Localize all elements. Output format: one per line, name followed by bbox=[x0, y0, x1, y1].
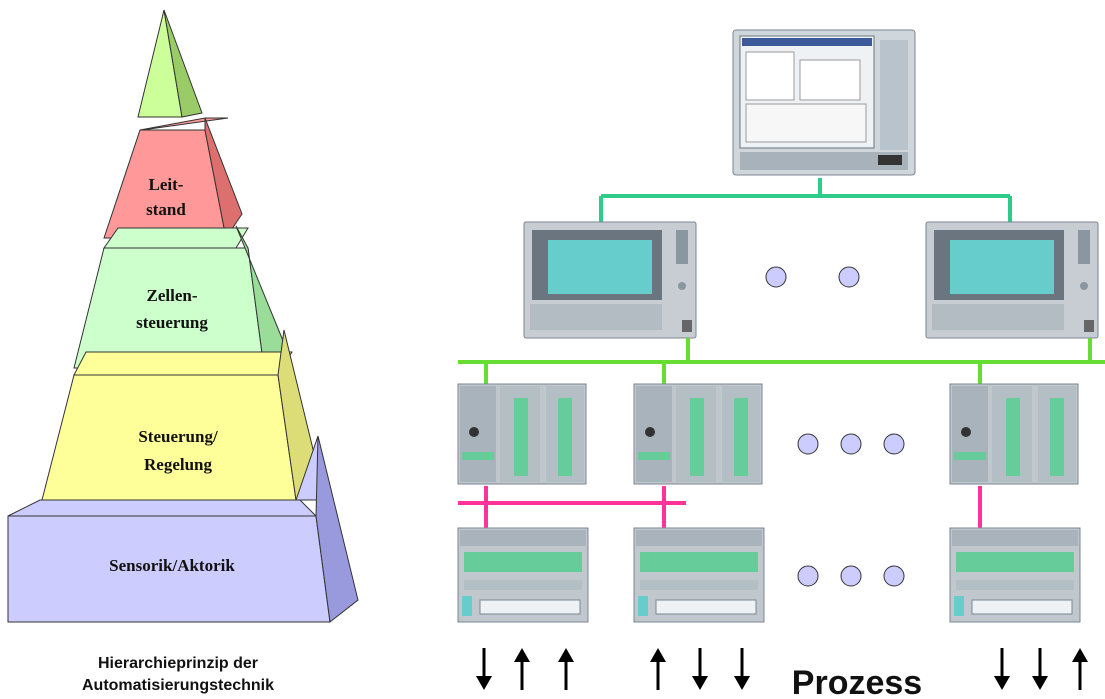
level-label-leitstand-1: Leit- bbox=[149, 175, 184, 194]
process-arrow-up-icon bbox=[1072, 648, 1088, 690]
pyramid-level-steuerung: Steuerung/ Regelung bbox=[41, 329, 321, 502]
process-arrow-down-icon bbox=[1032, 648, 1048, 690]
industrial-pc-right bbox=[925, 221, 1099, 339]
io-module-2 bbox=[633, 527, 765, 623]
bus-management bbox=[599, 178, 1012, 222]
bus-cell bbox=[458, 338, 1105, 384]
process-arrows bbox=[476, 648, 1088, 690]
pyramid-level-leitstand: Leit- stand bbox=[103, 117, 243, 240]
level-label-zellen-1: Zellen- bbox=[147, 286, 198, 305]
process-arrow-down-icon bbox=[476, 648, 492, 690]
plc-rack-1 bbox=[457, 383, 587, 485]
plc-rack-3 bbox=[949, 383, 1079, 485]
process-arrow-up-icon bbox=[650, 648, 666, 690]
caption-line-2: Automatisierungstechnik bbox=[82, 677, 274, 694]
process-arrow-down-icon bbox=[692, 648, 708, 690]
caption-line-1: Hierarchieprinzip der bbox=[98, 655, 258, 672]
process-arrow-up-icon bbox=[514, 648, 530, 690]
bus-field bbox=[458, 486, 982, 528]
level-label-zellen-2: steuerung bbox=[136, 313, 208, 332]
level-label-steuerung-1: Steuerung/ bbox=[138, 427, 218, 446]
panel-pc bbox=[732, 29, 916, 176]
level-label-leitstand-2: stand bbox=[146, 200, 186, 219]
pyramid-level-sensorik: Sensorik/Aktorik bbox=[7, 435, 359, 623]
process-label: Prozess bbox=[792, 664, 922, 699]
industrial-pc-left bbox=[523, 221, 697, 339]
plc-rack-2 bbox=[633, 383, 763, 485]
pyramid: Leit- stand Zellen- steuerung Steuerung/… bbox=[7, 9, 359, 694]
io-module-1 bbox=[457, 527, 589, 623]
level-label-steuerung-2: Regelung bbox=[144, 455, 213, 474]
io-module-3 bbox=[949, 527, 1081, 623]
ellipsis-dots-pc bbox=[765, 266, 860, 288]
process-arrow-down-icon bbox=[734, 648, 750, 690]
pyramid-level-zellensteuerung: Zellen- steuerung bbox=[73, 225, 287, 370]
process-arrow-down-icon bbox=[994, 648, 1010, 690]
process-arrow-up-icon bbox=[558, 648, 574, 690]
ellipsis-dots-io bbox=[797, 565, 905, 587]
network: Prozess bbox=[457, 29, 1105, 699]
ellipsis-dots-plc bbox=[797, 433, 905, 455]
level-label-sensorik: Sensorik/Aktorik bbox=[109, 556, 235, 575]
pyramid-tip bbox=[137, 9, 203, 118]
